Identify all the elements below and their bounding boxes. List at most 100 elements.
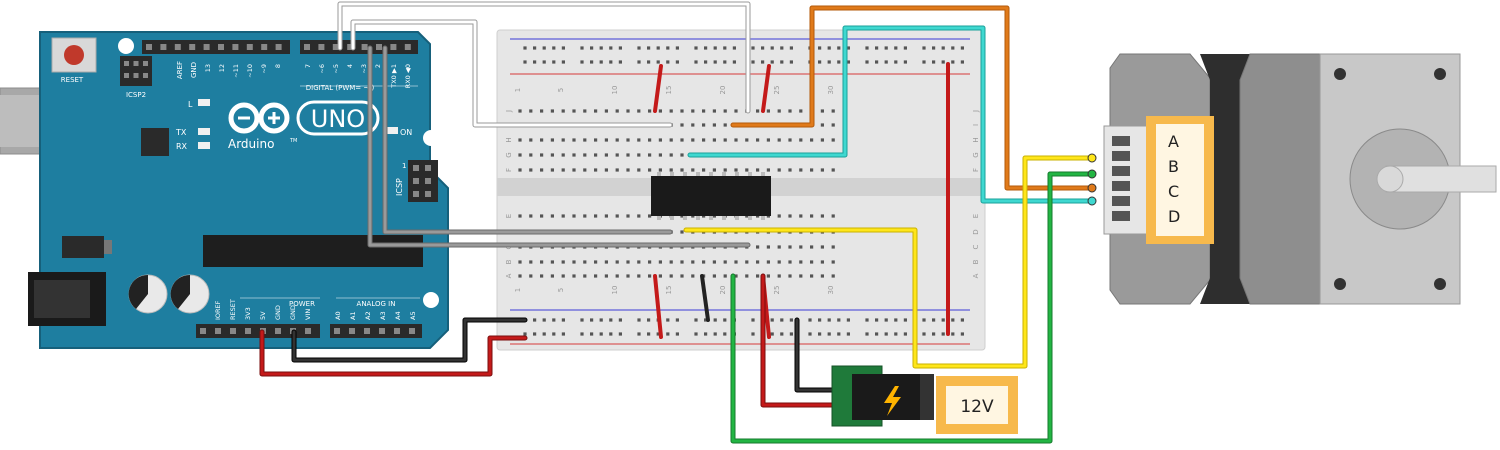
motor-terminal-orange [1087, 183, 1097, 193]
column-number: 30 [827, 86, 835, 95]
header-pin [347, 44, 354, 50]
breadboard-hole [550, 109, 554, 113]
chip-leg [670, 216, 674, 220]
reset-button-cap[interactable] [64, 45, 84, 65]
motor-shaft-base [1376, 165, 1404, 193]
breadboard-hole [756, 138, 760, 142]
header-pin [305, 328, 311, 334]
breadboard-hole [702, 123, 706, 127]
rail-hole [580, 332, 584, 336]
breadboard-hole [615, 109, 619, 113]
breadboard-hole [712, 123, 716, 127]
led-l [198, 99, 210, 106]
rail-hole [647, 318, 651, 322]
breadboard-hole [788, 245, 792, 249]
breadboard-hole [691, 260, 695, 264]
breadboard-hole [583, 138, 587, 142]
digital-pin-label: 4 [346, 64, 354, 68]
icsp2-pin [124, 73, 129, 78]
rail-hole [837, 318, 841, 322]
digital-pin-label: ~11 [232, 64, 240, 78]
breadboard-hole [615, 214, 619, 218]
motor-connector-slots [1112, 136, 1130, 221]
column-number: 25 [773, 286, 781, 295]
rail-hole [865, 46, 869, 50]
led-rx [198, 142, 210, 149]
breadboard-hole [712, 260, 716, 264]
rail-hole [580, 318, 584, 322]
header-pin [146, 44, 152, 50]
connector-slot [1112, 151, 1130, 161]
rail-hole [666, 60, 670, 64]
breadboard-hole [529, 214, 533, 218]
rail-hole [713, 318, 717, 322]
rail-hole [723, 332, 727, 336]
driver-ic-legs [657, 172, 765, 220]
breadboard-hole [615, 153, 619, 157]
breadboard-hole [831, 214, 835, 218]
rail-hole [960, 332, 964, 336]
power-pin-label: IOREF [214, 300, 222, 320]
rail-hole [647, 332, 651, 336]
rail-hole [751, 60, 755, 64]
digital-pin-label: ~3 [360, 64, 368, 74]
analog-pin-label: A1 [349, 311, 357, 320]
digital-header-low [300, 40, 418, 54]
digital-pin-label: ~9 [260, 64, 268, 74]
header-pin [409, 328, 415, 334]
rail-hole [552, 46, 556, 50]
analog-pin-label: A3 [379, 311, 387, 320]
digital-pin-label: ~6 [318, 64, 326, 74]
breadboard-hole [637, 260, 641, 264]
rail-hole [922, 318, 926, 322]
rail-hole [666, 332, 670, 336]
rail-hole [941, 60, 945, 64]
breadboard-hole [658, 260, 662, 264]
breadboard-hole [691, 109, 695, 113]
arduino-logo-icon [228, 102, 290, 134]
breadboard-hole [550, 153, 554, 157]
breadboard-hole [626, 109, 630, 113]
rail-hole [580, 60, 584, 64]
rail-hole [922, 332, 926, 336]
column-number: 5 [557, 88, 565, 92]
rail-hole [523, 60, 527, 64]
column-number: 5 [557, 288, 565, 292]
breadboard-hole [831, 168, 835, 172]
rail-hole [894, 332, 898, 336]
rail-hole [827, 60, 831, 64]
row-letter: F [505, 168, 513, 172]
chip-leg [722, 172, 726, 176]
breadboard-hole [550, 274, 554, 278]
column-number: 20 [719, 286, 727, 295]
breadboard-hole [820, 109, 824, 113]
rail-hole [875, 60, 879, 64]
digital-label: DIGITAL (PWM= ~ ) [306, 84, 375, 92]
column-number: 15 [665, 286, 673, 295]
wire-5v [260, 330, 527, 376]
rail-hole [846, 60, 850, 64]
breadboard-hole [831, 109, 835, 113]
header-pin [230, 328, 236, 334]
rail-hole [542, 318, 546, 322]
breadboard-hole [540, 168, 544, 172]
chip-leg [657, 172, 661, 176]
row-letter: D [972, 229, 980, 234]
breadboard-hole [691, 138, 695, 142]
rail-hole [789, 46, 793, 50]
rail-hole [609, 60, 613, 64]
icsp2-pin [124, 61, 129, 66]
capacitor-stripe [128, 274, 148, 309]
row-letter: A [972, 273, 980, 278]
breadboard-hole [518, 260, 522, 264]
rail-hole [960, 318, 964, 322]
breadboard-hole [777, 138, 781, 142]
analog-pin-label: A5 [409, 311, 417, 320]
breadboard-hole [734, 274, 738, 278]
breadboard-hole [777, 168, 781, 172]
rail-hole [780, 60, 784, 64]
motor-terminal-green [1087, 169, 1097, 179]
breadboard-hole [529, 274, 533, 278]
breadboard-hole [766, 109, 770, 113]
breadboard-hole [518, 109, 522, 113]
